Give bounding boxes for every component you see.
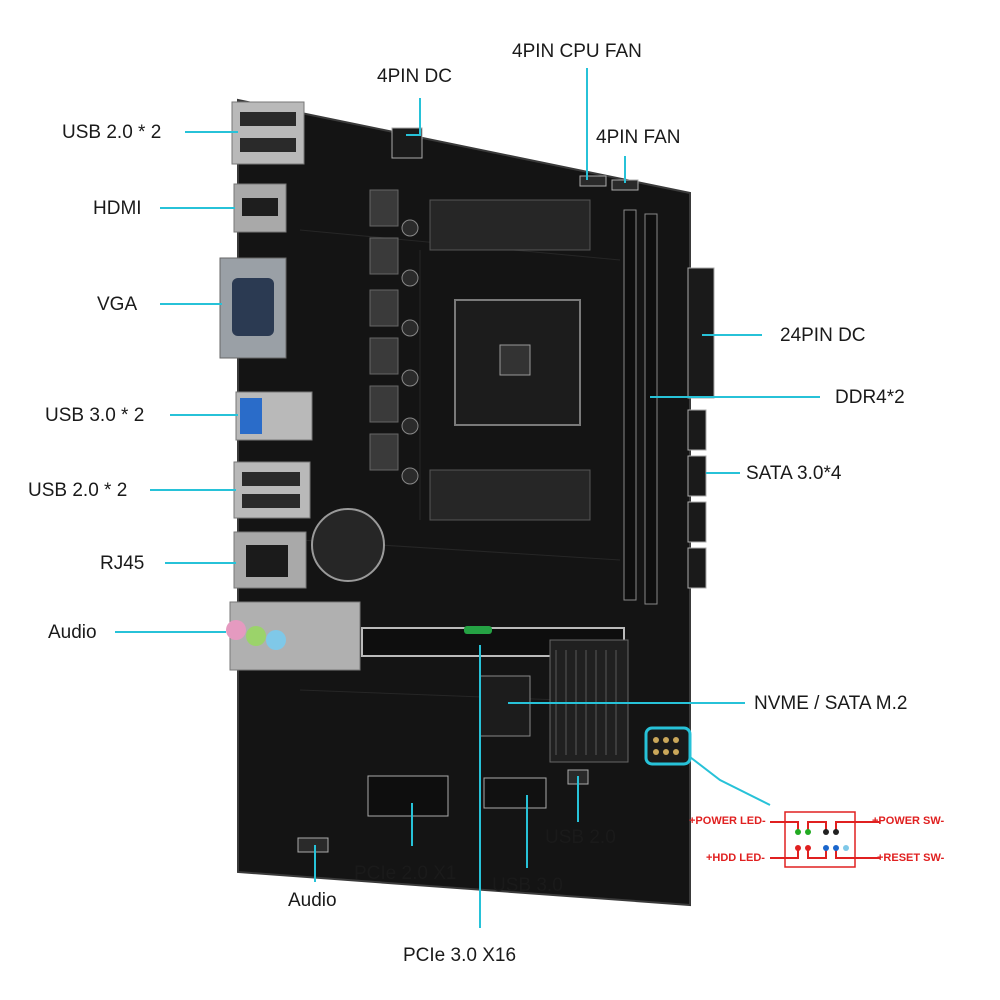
label-24pin-dc: 24PIN DC <box>780 325 866 346</box>
label-pcie-x16: PCIe 3.0 X16 <box>403 945 517 966</box>
label-audio-rear: Audio <box>48 622 97 643</box>
label-usb30-rear: USB 3.0 * 2 <box>45 405 145 426</box>
capacitors <box>401 219 419 485</box>
audio-header <box>297 837 329 853</box>
label-usb20-rear-top: USB 2.0 * 2 <box>62 122 162 143</box>
label-usb20-rear-mid: USB 2.0 * 2 <box>28 480 128 501</box>
label-cpu-fan: 4PIN CPU FAN <box>512 41 642 62</box>
dimm-slot-1 <box>623 209 637 601</box>
label-power-sw: +POWER SW- <box>872 815 945 827</box>
vrm-chokes <box>369 189 399 471</box>
label-hdmi: HDMI <box>93 198 142 219</box>
label-sata: SATA 3.0*4 <box>746 463 842 484</box>
usb30-header <box>483 777 547 809</box>
usb20-rear-mid <box>233 461 311 519</box>
label-hdd-led: +HDD LED- <box>706 852 765 864</box>
callout-lines <box>115 68 820 928</box>
cpu-retention-top <box>429 199 591 251</box>
label-pcie-x1: PCIe 2.0 X1 <box>354 863 457 884</box>
audio-jack-blue <box>266 630 286 650</box>
label-usb30-header: USB 3.0 <box>492 875 563 896</box>
label-reset-sw: +RESET SW- <box>877 852 945 864</box>
label-audio-header: Audio <box>288 890 337 911</box>
label-power-led: +POWER LED- <box>689 815 766 827</box>
usb20-rear-top <box>231 101 305 165</box>
m2-slot <box>479 675 531 737</box>
cpu-retention-bottom <box>429 469 591 521</box>
label-usb20-header: USB 2.0 <box>545 827 616 848</box>
cmos-battery <box>311 508 385 582</box>
audio-jack-green <box>246 626 266 646</box>
dimm-slot-2 <box>644 213 658 605</box>
front-panel-pin-diagram <box>770 811 880 868</box>
label-rj45: RJ45 <box>100 553 145 574</box>
label-4pin-dc: 4PIN DC <box>377 66 452 87</box>
pcie-x1-slot <box>367 775 449 817</box>
label-4pin-fan: 4PIN FAN <box>596 127 681 148</box>
atx-24pin-connector <box>687 267 715 399</box>
label-vga: VGA <box>97 294 138 315</box>
label-m2: NVME / SATA M.2 <box>754 693 908 714</box>
front-panel-header <box>644 726 692 766</box>
atx-4pin-connector <box>391 127 423 159</box>
label-ddr4: DDR4*2 <box>835 387 905 408</box>
sata-ports <box>687 409 707 589</box>
cpu-fan-header <box>579 175 607 187</box>
audio-jack-pink <box>226 620 246 640</box>
